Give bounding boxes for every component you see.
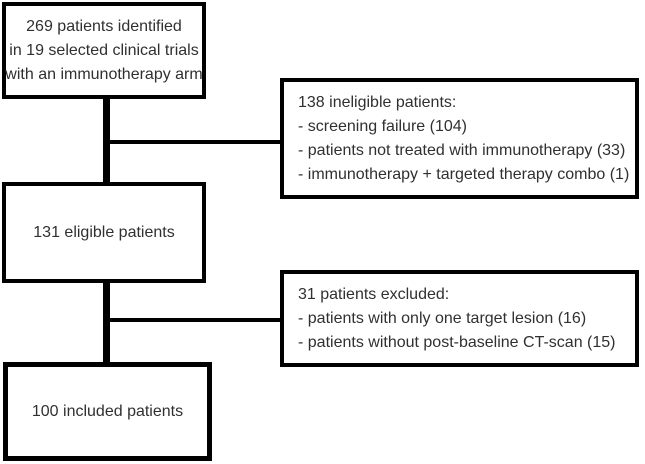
box-ineligible-patients: 138 ineligible patients: - screening fai…: [280, 78, 639, 199]
connector-eligible-to-included: [103, 283, 110, 363]
identified-line-1: 269 patients identified: [26, 17, 182, 35]
box-eligible-patients: 131 eligible patients: [2, 182, 206, 283]
excluded-title: 31 patients excluded:: [298, 285, 450, 303]
included-line-1: 100 included patients: [31, 402, 184, 420]
box-identified-patients: 269 patients identified in 19 selected c…: [2, 2, 206, 99]
ineligible-reason-1: - screening failure (104): [298, 117, 467, 135]
excluded-reason-2: - patients without post-baseline CT-scan…: [298, 333, 616, 351]
excluded-reason-1: - patients with only one target lesion (…: [298, 309, 587, 327]
ineligible-reason-3: - immunotherapy + targeted therapy combo…: [298, 165, 630, 183]
connector-branch-to-excluded: [110, 318, 280, 322]
identified-line-3: with an immunotherapy arm: [5, 65, 203, 83]
connector-identified-to-eligible: [103, 99, 110, 183]
ineligible-title: 138 ineligible patients:: [298, 93, 457, 111]
eligible-line-1: 131 eligible patients: [33, 223, 175, 241]
box-excluded-patients: 31 patients excluded: - patients with on…: [280, 270, 639, 367]
ineligible-reason-2: - patients not treated with immunotherap…: [298, 141, 626, 159]
connector-branch-to-ineligible: [110, 140, 280, 144]
box-included-patients: 100 included patients: [3, 362, 212, 461]
identified-line-2: in 19 selected clinical trials: [9, 41, 199, 59]
